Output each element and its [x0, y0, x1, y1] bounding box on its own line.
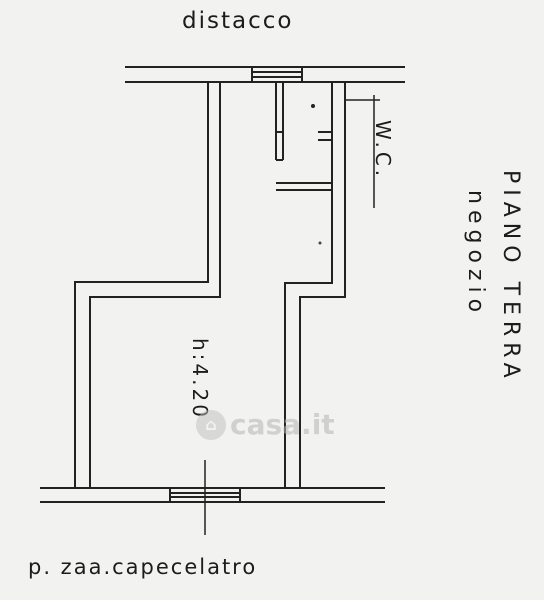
- use-label: negozio: [463, 190, 488, 319]
- top-street-label: distacco: [182, 8, 294, 34]
- top-window: [251, 66, 303, 83]
- mark-dot: [318, 241, 322, 245]
- floor-label: PIANO TERRA: [498, 170, 523, 384]
- wc-label: W.C.: [371, 120, 395, 181]
- shop-walls: [74, 82, 346, 488]
- house-icon: ⌂: [196, 409, 226, 440]
- wc-dimension-line: [345, 95, 380, 208]
- wc-fixture-dot: [311, 104, 315, 108]
- watermark-text: casa.it: [230, 408, 335, 441]
- bottom-street-label: p. zaa.capecelatro: [28, 555, 258, 579]
- watermark: ⌂ casa.it: [196, 408, 335, 441]
- wc-partitions: [275, 82, 332, 191]
